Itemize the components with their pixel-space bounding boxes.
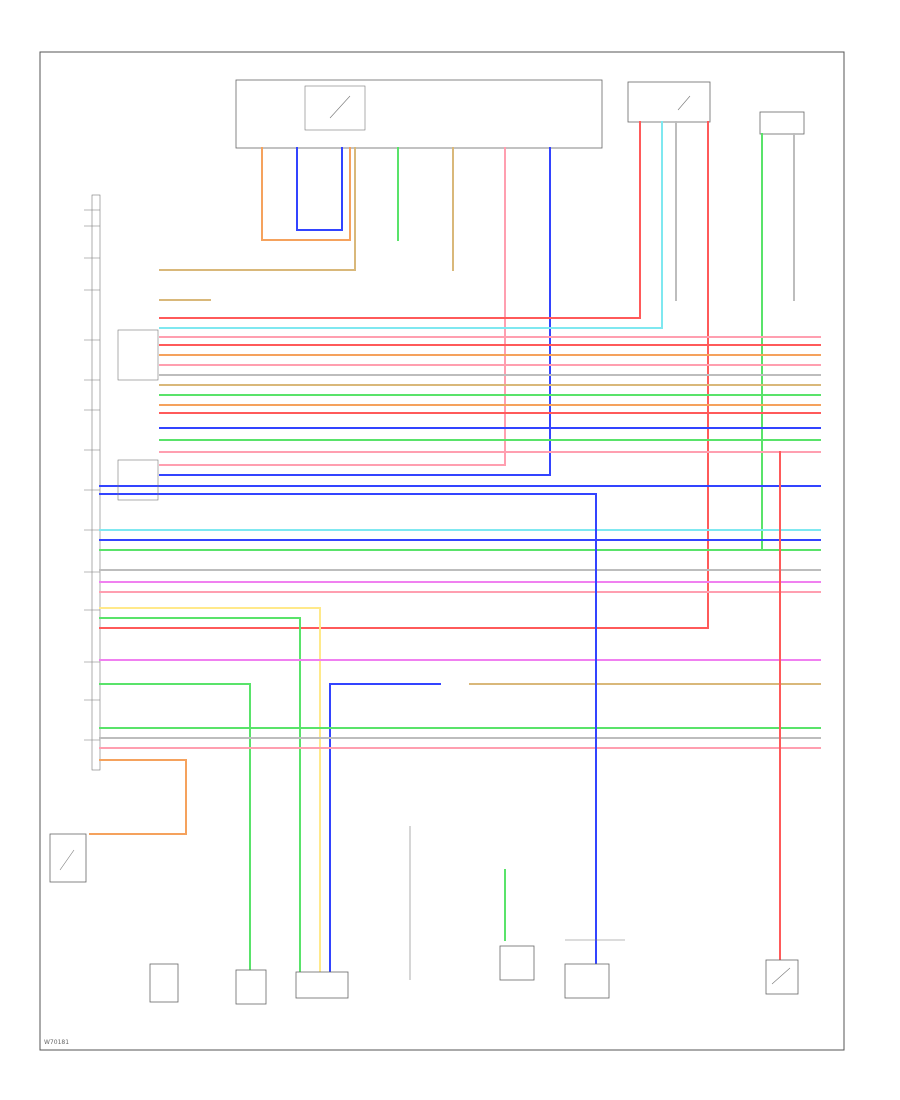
bottom-left-switch-contact — [59, 849, 75, 871]
splice-box-2 — [117, 459, 159, 501]
wire-green-36 — [99, 683, 251, 981]
wire-orange-1 — [261, 147, 351, 241]
wire-lightblue-9 — [159, 121, 663, 329]
diagram-frame — [39, 51, 845, 1051]
wire-yellow-33 — [99, 607, 321, 981]
relay-box-inner — [304, 85, 366, 131]
wire-blue-7 — [159, 147, 551, 476]
wire-blue-38 — [329, 683, 441, 981]
bottom-right-switch — [765, 959, 799, 995]
switch-contact — [677, 95, 691, 111]
bottom-right-switch-contact — [771, 967, 791, 985]
wire-red-8 — [159, 121, 641, 319]
left-connector-ticks — [84, 209, 100, 741]
top-right-sensor-box — [759, 111, 805, 135]
left-connector-column — [91, 194, 101, 771]
bottom-component-3 — [499, 945, 535, 981]
wire-pink-6 — [159, 147, 506, 466]
bottom-component-4 — [564, 963, 610, 999]
bottom-component-1 — [235, 969, 267, 1005]
wire-tan-3 — [159, 147, 356, 271]
wire-red-11 — [99, 121, 709, 629]
page-code: W70181 — [44, 1039, 69, 1046]
bottom-left-relay — [149, 963, 179, 1003]
relay-switch-contact — [329, 95, 351, 119]
splice-box-1 — [117, 329, 159, 381]
bottom-left-switch — [49, 833, 87, 883]
wire-group — [89, 121, 821, 981]
wire-green-34 — [99, 617, 301, 981]
wire-orange-42 — [89, 759, 187, 835]
top-right-switch-box — [627, 81, 711, 123]
bottom-component-2 — [295, 971, 349, 999]
top-fuse-relay-box — [235, 79, 603, 149]
wire-blue-43 — [99, 493, 597, 965]
wire-blue-2 — [296, 147, 343, 231]
